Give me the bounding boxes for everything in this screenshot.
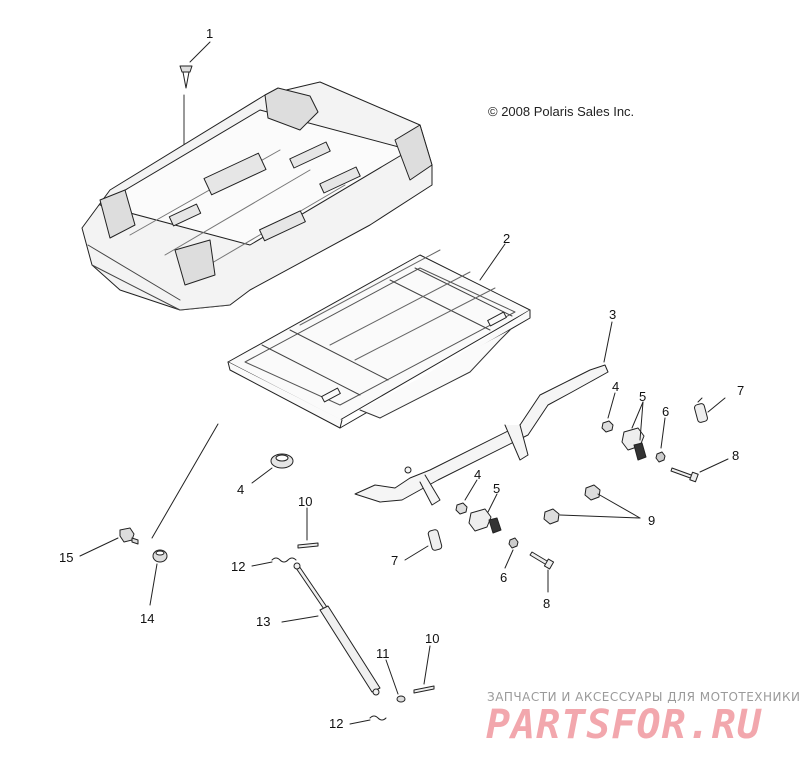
callout-10-b: 10 [425, 631, 440, 646]
nut-part-6-a [655, 451, 666, 463]
bolt-part-8-a [670, 467, 699, 483]
bracket-part-5-b [468, 508, 502, 534]
callout-7-b: 7 [391, 553, 399, 568]
leader-line-13 [281, 615, 319, 623]
callout-1: 1 [206, 26, 214, 41]
leader-line-2 [479, 243, 506, 281]
leader-line-4b [464, 479, 478, 501]
bolt-part-8-b [529, 551, 555, 570]
callout-15: 15 [59, 550, 74, 565]
callout-6-a: 6 [662, 404, 670, 419]
callout-8-b: 8 [543, 596, 551, 611]
grommet-part-14 [152, 549, 168, 563]
callout-14: 14 [140, 611, 155, 626]
latch-rod-part-3 [354, 364, 609, 506]
leader-line-10b [423, 645, 431, 685]
callout-5-a: 5 [639, 389, 647, 404]
leader-line-4a [607, 392, 616, 419]
callout-7-a: 7 [737, 383, 745, 398]
nut-part-9-a [584, 484, 601, 501]
callout-12-b: 12 [329, 716, 344, 731]
nut-part-9-b [543, 508, 560, 525]
callout-3: 3 [609, 307, 617, 322]
grommet-part-4-c [270, 453, 294, 469]
washer-part-11 [396, 695, 406, 703]
bracket-part-5-a [621, 427, 647, 461]
callout-10-a: 10 [298, 494, 313, 509]
leader-line-15 [79, 537, 119, 557]
leader-line-5a-2 [639, 401, 644, 441]
nut-part-4-a [601, 420, 614, 433]
plug-part-15 [119, 527, 139, 545]
clip-part-12-a [271, 557, 297, 563]
storage-box [81, 81, 433, 311]
leader-line-4c [251, 467, 273, 484]
watermark-tagline: ЗАПЧАСТИ И АКСЕССУАРЫ ДЛЯ МОТОТЕХНИКИ [487, 690, 800, 704]
leader-line-9b [559, 514, 641, 519]
leader-line-box [151, 423, 219, 539]
leader-line-1-label [189, 41, 211, 63]
callout-8-a: 8 [732, 448, 740, 463]
callout-13: 13 [256, 614, 271, 629]
leader-line-6b [504, 549, 514, 569]
leader-line-11 [385, 659, 399, 695]
bumper-part-7-b [427, 529, 443, 551]
callout-12-a: 12 [231, 559, 246, 574]
leader-line-7a [707, 397, 726, 413]
nut-part-4-b [455, 502, 468, 515]
bumper-part-7-a [694, 397, 708, 423]
leader-line-5b [487, 493, 498, 513]
watermark-logo-text: PARTSFOR.RU [486, 702, 762, 748]
leader-line-7b [404, 545, 429, 561]
clip-part-12-b [369, 715, 387, 721]
leader-line-6a [660, 417, 666, 449]
nut-part-6-b [508, 537, 519, 549]
leader-line-5a-1 [631, 401, 644, 429]
leader-line-8a [699, 458, 729, 473]
pin-part-10-a [297, 542, 319, 549]
leader-line-14 [149, 563, 158, 606]
callout-11: 11 [376, 646, 390, 661]
copyright-notice: © 2008 Polaris Sales Inc. [488, 104, 635, 119]
pin-part-10-b [413, 685, 435, 694]
callout-6-b: 6 [500, 570, 508, 585]
leader-line-3 [603, 321, 613, 363]
gas-strut-part-13 [293, 562, 381, 696]
callout-4-b: 4 [474, 467, 482, 482]
leader-line-12a [251, 561, 273, 567]
callout-2: 2 [503, 231, 511, 246]
leader-line-12b [349, 719, 371, 725]
callout-4-c: 4 [237, 482, 245, 497]
callout-9: 9 [648, 513, 656, 528]
callout-5-b: 5 [493, 481, 501, 496]
callout-4-a: 4 [612, 379, 620, 394]
screw-part-1 [179, 65, 193, 89]
frame-part-2 [227, 249, 531, 429]
leader-line-9a [597, 493, 641, 519]
